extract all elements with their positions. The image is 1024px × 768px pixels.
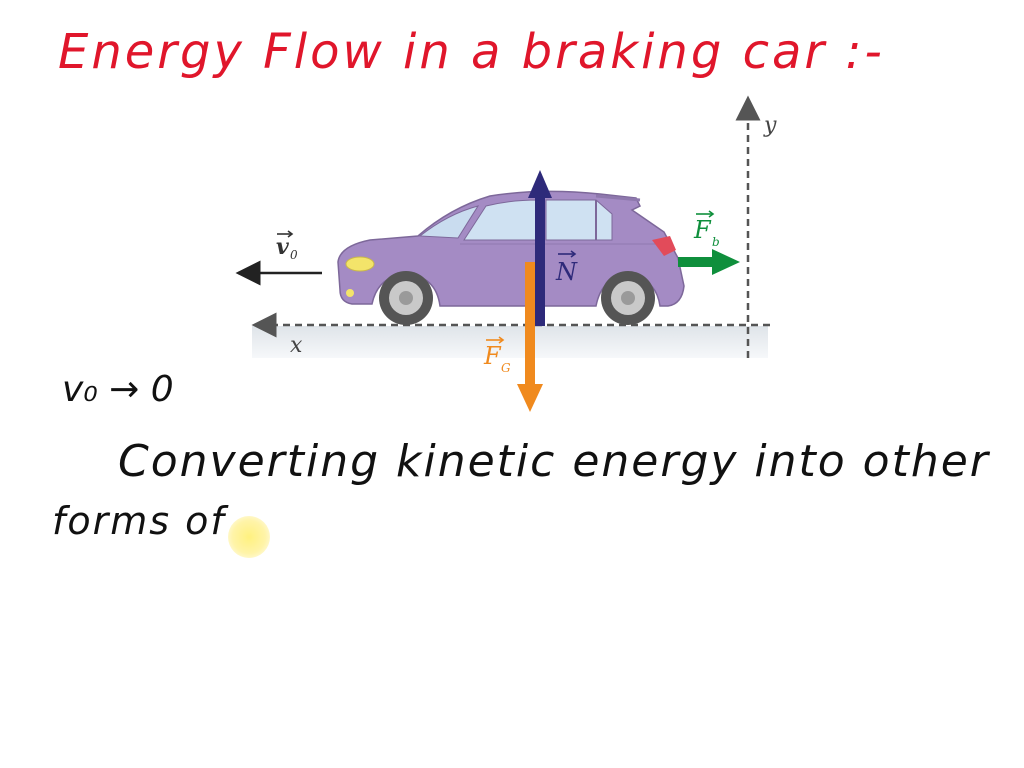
- velocity-subscript: 0: [290, 248, 298, 262]
- gravity-symbol: F: [483, 342, 502, 370]
- explanation-line-2: forms of: [52, 499, 226, 543]
- normal-symbol: N: [555, 258, 578, 286]
- velocity-label: v 0: [276, 230, 298, 262]
- car-windshield: [418, 205, 480, 239]
- x-axis-label: x: [290, 333, 303, 358]
- car: [337, 190, 685, 325]
- gravity-force-arrow: [517, 262, 543, 412]
- page-title: Energy Flow in a braking car :-: [58, 24, 885, 80]
- explanation-line-1: Converting kinetic energy into other: [118, 436, 990, 487]
- gravity-force-label: F G: [483, 336, 511, 375]
- ground: [252, 326, 768, 358]
- car-taillight: [652, 236, 676, 256]
- braking-force-arrow: [678, 249, 740, 275]
- velocity-note: v₀ → 0: [62, 369, 174, 410]
- car-rear-window: [545, 199, 613, 241]
- normal-force-arrow: [528, 170, 552, 326]
- car-headlight: [345, 256, 375, 272]
- normal-force-label: N: [555, 250, 578, 286]
- car-front-wheel: [379, 271, 433, 325]
- braking-symbol: F: [693, 216, 712, 244]
- velocity-symbol: v: [276, 234, 289, 260]
- car-rear-wheel: [601, 271, 655, 325]
- pen-cursor-highlight: [228, 516, 270, 558]
- braking-subscript: b: [712, 235, 720, 249]
- gravity-subscript: G: [501, 361, 511, 375]
- braking-force-label: F b: [693, 210, 720, 249]
- y-axis-label: y: [763, 113, 777, 138]
